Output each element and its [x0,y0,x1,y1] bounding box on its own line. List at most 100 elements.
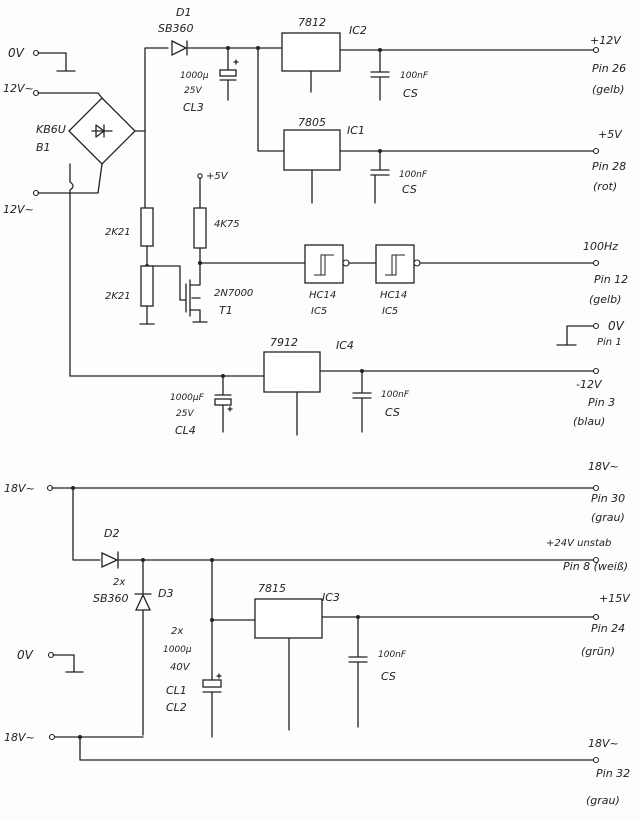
terminal-18v-top [46,484,595,561]
out-hz-pin: Pin 12 [594,273,628,286]
r3-label: 4K75 [214,219,240,230]
ic2-ref-label: IC2 [349,24,367,37]
cl3-ref-label: CL3 [183,101,204,114]
inv2-ref-label: IC5 [382,306,398,317]
cl3-cap-label: 1000µ [180,71,209,81]
inv2-type-label: HC14 [380,290,407,301]
schmitt-inverter-2 [375,244,595,284]
r1-label: 2K21 [105,227,131,238]
terminal-18v-bottom [48,733,595,761]
out-15v-label: +15V [599,592,631,605]
cl12-count-label: 2x [171,626,183,637]
pin-m12v-out [592,367,600,375]
pin-24v-out [592,556,600,564]
d23-type-label: SB360 [93,592,129,605]
ic1-type-label: 7805 [298,116,326,129]
d1-type-label: SB360 [158,22,194,35]
d3-ref-label: D3 [158,587,173,600]
transistor-t1 [179,262,306,323]
regulator-ic1 [257,47,595,204]
out-12v-color: (gelb) [592,83,624,96]
out-24v-pin: Pin 8 (weiß) [563,560,628,573]
out-15v-color: (grün) [581,645,615,658]
inv1-type-label: HC14 [309,290,336,301]
pin-5v-out [592,147,600,155]
cl12-ref1-label: CL1 [166,684,187,697]
capacitor-cl4 [214,374,233,433]
ic4-ref-label: IC4 [336,339,354,352]
out-18b-pin: Pin 32 [596,767,630,780]
capacitor-cl3 [219,46,239,101]
ic3-type-label: 7815 [258,582,286,595]
cl3-volt-label: 25V [184,86,202,96]
regulator-ic4 [69,351,595,436]
terminal-12v-top [32,89,103,99]
label-12v-top: 12V~ [3,82,34,95]
ic3-ref-label: IC3 [322,591,340,604]
resistor-pullup [193,173,207,265]
r2-label: 2K21 [105,291,131,302]
out-12v-label: +12V [590,34,622,47]
resistor-divider [139,130,181,325]
terminal-0v-out [556,322,600,346]
regulator-ic2 [256,32,595,93]
out-18a-color: (grau) [591,511,625,524]
capacitor-ic3-cs [348,615,368,728]
inv1-ref-label: IC5 [311,306,327,317]
cl12-volt-label: 40V [170,662,191,673]
out-24v-label: +24V unstab [546,538,611,549]
label-12v-bottom: 12V~ [3,203,34,216]
cl4-cap-label: 1000µF [170,393,205,403]
out-hz-label: 100Hz [583,240,618,253]
out-0v-pin: Pin 1 [597,337,622,348]
out-18a-pin: Pin 30 [591,492,625,505]
ic3-cs-val: 100nF [378,650,407,660]
out-5v-label: +5V [598,128,623,141]
ic2-type-label: 7812 [298,16,326,29]
out-15v-pin: Pin 24 [591,622,625,635]
pin-18v-out-a [592,484,600,492]
d1-ref-label: D1 [176,6,191,19]
out-18a-label: 18V~ [588,460,619,473]
cl12-ref2-label: CL2 [166,701,187,714]
ic3-cs-ref: CS [381,670,396,683]
terminal-12v-bottom [32,163,103,377]
out-5v-pin: Pin 28 [592,160,626,173]
ic4-type-label: 7912 [270,336,298,349]
pin-12v-out [592,46,600,54]
bridge-rectifier [68,97,146,165]
label-18v-top: 18V~ [4,482,35,495]
ic2-cs-val: 100nF [400,71,429,81]
out-18b-color: (grau) [586,794,620,807]
capacitor-cl1-cl2 [202,558,256,738]
label-18v-bottom: 18V~ [4,731,35,744]
ic1-cs-val: 100nF [399,170,428,180]
cl4-volt-label: 25V [176,409,194,419]
pin-15v-out [592,613,600,621]
rail-5v-label: +5V [206,171,229,182]
t1-ref-label: T1 [219,304,233,317]
d2-ref-label: D2 [104,527,119,540]
ic4-cs-val: 100nF [381,390,410,400]
out-0v-label: 0V [608,319,625,333]
capacitor-ic4-cs [352,369,372,433]
diode-d2 [101,551,595,569]
wire-bridge-to-d1 [144,47,169,132]
t1-type-label: 2N7000 [214,288,253,299]
out-m12v-color: (blau) [573,415,605,428]
ic4-cs-ref: CS [385,406,400,419]
capacitor-ic2-cs [370,48,390,101]
out-m12v-pin: Pin 3 [588,396,615,409]
terminal-0v-top [32,49,76,72]
cl12-cap-label: 1000µ [163,645,192,655]
out-18b-label: 18V~ [588,737,619,750]
ic1-ref-label: IC1 [347,124,365,137]
out-hz-color: (gelb) [589,293,621,306]
out-12v-pin: Pin 26 [592,62,626,75]
out-5v-color: (rot) [593,180,617,193]
label-0v-lower: 0V [17,648,34,662]
out-m12v-label: -12V [576,378,603,391]
terminal-0v-lower [47,651,84,673]
regulator-ic3 [254,598,595,731]
pin-18v-out-b [592,756,600,764]
